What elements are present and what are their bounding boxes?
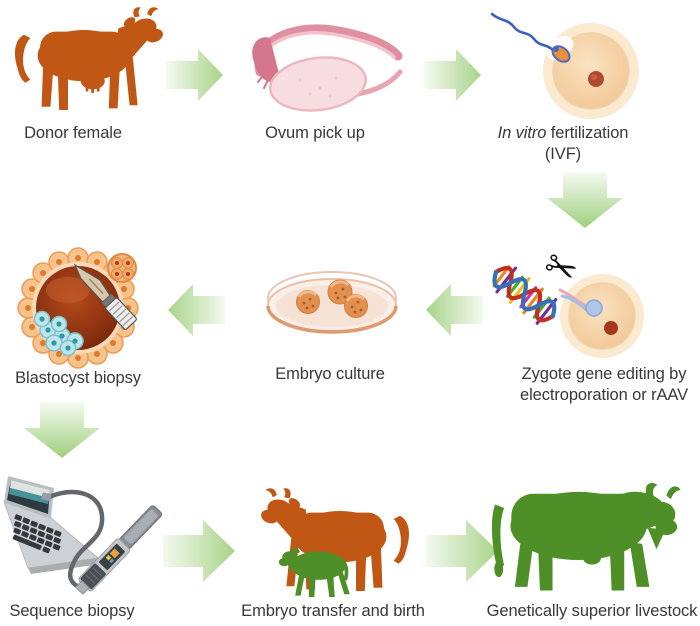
embryo-culture-label: Embryo culture (275, 365, 385, 383)
blastocyst-scalpel-icon (17, 247, 139, 369)
inner-cell-mass (33, 310, 84, 357)
arrow-down-icon (24, 402, 100, 458)
ivf-label-rest: fertilization (546, 124, 629, 142)
arrow-left-icon (168, 284, 225, 336)
petri-dish-embryos-icon (266, 271, 398, 334)
arrow-right-icon (166, 49, 223, 101)
scalpel-icon (73, 263, 137, 330)
laptop-keyboard (12, 514, 62, 554)
arrow-right-icon (163, 520, 235, 582)
zygote-editing-line1: Zygote gene editing by (521, 365, 687, 383)
ovary-oviduct-icon (252, 24, 403, 112)
superior-livestock-label: Genetically superior livestock (486, 602, 698, 620)
biopsy-cells (107, 253, 137, 283)
usb-cable (44, 489, 105, 589)
orange-cow-icon (14, 7, 165, 111)
arrow-right-icon (424, 49, 481, 101)
zygote-editing-label: Zygote gene editing by electroporation o… (520, 364, 688, 406)
green-calf-icon (278, 547, 350, 597)
minion-sequencer (75, 505, 163, 595)
green-bull-icon (491, 483, 681, 591)
zygote-editing-line2: electroporation or rAAV (520, 386, 688, 404)
sequence-biopsy-label: Sequence biopsy (9, 602, 135, 620)
blastocyst-biopsy-label: Blastocyst biopsy (15, 369, 141, 387)
arrow-right-icon (426, 520, 498, 582)
embryo-dots (296, 279, 368, 318)
ivf-label-line2: (IVF) (544, 145, 582, 163)
ivf-label: In vitro fertilization (IVF) (498, 123, 629, 165)
dna-scissors-zygote-icon: ✂ (492, 241, 644, 358)
embryo-transfer-label: Embryo transfer and birth (241, 602, 425, 620)
ovum-pickup-label: Ovum pick up (265, 124, 365, 142)
arrow-down-icon (547, 172, 623, 228)
arrow-left-icon (426, 284, 483, 336)
ivf-label-italic: In vitro (497, 124, 547, 142)
sperm-egg-icon (490, 12, 639, 119)
donor-female-label: Donor female (24, 124, 122, 142)
laptop-nanopore-sequencer-icon (3, 476, 163, 595)
